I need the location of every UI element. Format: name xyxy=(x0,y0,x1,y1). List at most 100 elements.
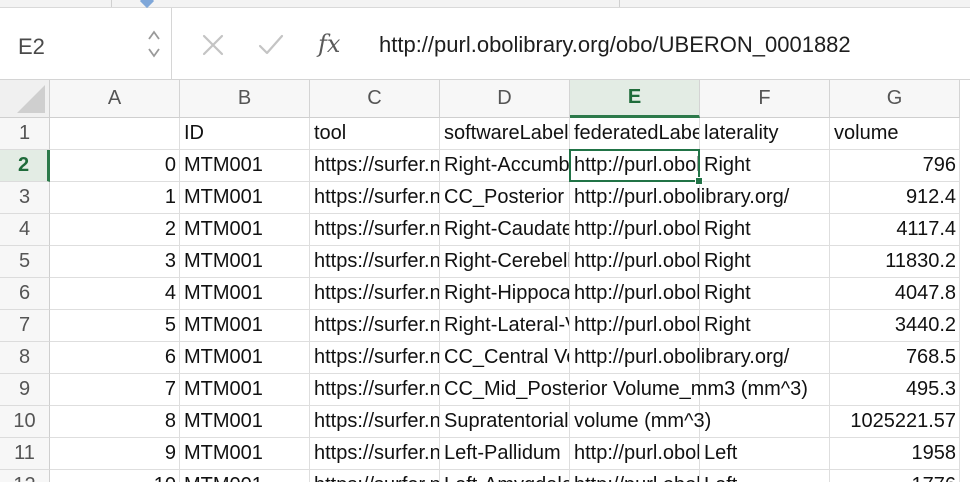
cell-d5[interactable]: Right-Cerebellum-White-Matter xyxy=(440,246,570,278)
x-icon[interactable] xyxy=(198,30,228,60)
cell-d7[interactable]: Right-Lateral-Ventricle xyxy=(440,310,570,342)
cell-d3[interactable]: CC_Posterior xyxy=(440,182,570,214)
cell-f6[interactable]: Right xyxy=(700,278,830,310)
cell-e11[interactable]: http://purl.obolibrary.org/obo/UBERON_00… xyxy=(570,438,700,470)
cell-a9[interactable]: 7 xyxy=(50,374,180,406)
cell-a2[interactable]: 0 xyxy=(50,150,180,182)
cell-f7[interactable]: Right xyxy=(700,310,830,342)
check-icon[interactable] xyxy=(256,30,286,60)
cell-f12[interactable]: Left xyxy=(700,470,830,482)
cell-d8[interactable]: CC_Central Volume xyxy=(440,342,570,374)
cell-g3[interactable]: 912.4 xyxy=(830,182,960,214)
column-header-a[interactable]: A xyxy=(50,80,180,118)
row-header-3[interactable]: 3 xyxy=(0,182,50,214)
cell-f2[interactable]: Right xyxy=(700,150,830,182)
cell-e3[interactable]: http://purl.obolibrary.org/ xyxy=(570,182,789,214)
cell-e2[interactable]: http://purl.obolibrary.org/obo/UBERON_00… xyxy=(570,150,700,182)
cell-g11[interactable]: 1958 xyxy=(830,438,960,470)
cell-g6[interactable]: 4047.8 xyxy=(830,278,960,310)
cell-a1[interactable] xyxy=(50,118,180,150)
cell-d9[interactable]: CC_Mid_Posterior Volume_mm3 (mm^3) xyxy=(440,374,808,406)
cell-g7[interactable]: 3440.2 xyxy=(830,310,960,342)
row-header-8[interactable]: 8 xyxy=(0,342,50,374)
cell-c4[interactable]: https://surfer.nmr.mgh.harvard.edu/ xyxy=(310,214,440,246)
select-all-corner[interactable] xyxy=(0,80,50,118)
cell-c5[interactable]: https://surfer.nmr.mgh.harvard.edu/ xyxy=(310,246,440,278)
cell-a6[interactable]: 4 xyxy=(50,278,180,310)
column-header-c[interactable]: C xyxy=(310,80,440,118)
cell-c10[interactable]: https://surfer.nmr.mgh.harvard.edu/ xyxy=(310,406,440,438)
cell-c7[interactable]: https://surfer.nmr.mgh.harvard.edu/ xyxy=(310,310,440,342)
cell-e1[interactable]: federatedLabel xyxy=(570,118,700,150)
row-header-12[interactable]: 12 xyxy=(0,470,50,482)
column-header-b[interactable]: B xyxy=(180,80,310,118)
cell-d2[interactable]: Right-Accumbens-area xyxy=(440,150,570,182)
cell-a5[interactable]: 3 xyxy=(50,246,180,278)
cell-g9[interactable]: 495.3 xyxy=(830,374,960,406)
row-header-11[interactable]: 11 xyxy=(0,438,50,470)
row-header-6[interactable]: 6 xyxy=(0,278,50,310)
cell-g5[interactable]: 11830.2 xyxy=(830,246,960,278)
cell-a10[interactable]: 8 xyxy=(50,406,180,438)
cell-f3[interactable] xyxy=(700,182,830,214)
column-header-d[interactable]: D xyxy=(440,80,570,118)
cell-a7[interactable]: 5 xyxy=(50,310,180,342)
cell-g4[interactable]: 4117.4 xyxy=(830,214,960,246)
formula-input[interactable]: http://purl.obolibrary.org/obo/UBERON_00… xyxy=(379,32,851,57)
row-header-10[interactable]: 10 xyxy=(0,406,50,438)
cell-c11[interactable]: https://surfer.nmr.mgh.harvard.edu/ xyxy=(310,438,440,470)
cell-g1[interactable]: volume xyxy=(830,118,960,150)
cell-b7[interactable]: MTM001 xyxy=(180,310,310,342)
cell-f8[interactable] xyxy=(700,342,830,374)
cell-b12[interactable]: MTM001 xyxy=(180,470,310,482)
row-header-7[interactable]: 7 xyxy=(0,310,50,342)
cell-b3[interactable]: MTM001 xyxy=(180,182,310,214)
cell-f11[interactable]: Left xyxy=(700,438,830,470)
row-header-9[interactable]: 9 xyxy=(0,374,50,406)
cell-f10[interactable] xyxy=(700,406,830,438)
row-header-2[interactable]: 2 xyxy=(0,150,50,182)
cell-c9[interactable]: https://surfer.nmr.mgh.harvard.edu/ xyxy=(310,374,440,406)
fill-handle[interactable] xyxy=(695,177,703,185)
cell-c6[interactable]: https://surfer.nmr.mgh.harvard.edu/ xyxy=(310,278,440,310)
fx-icon[interactable]: fx xyxy=(318,30,341,58)
cell-c8[interactable]: https://surfer.nmr.mgh.harvard.edu/ xyxy=(310,342,440,374)
cell-d11[interactable]: Left-Pallidum xyxy=(440,438,570,470)
cell-d10[interactable]: Supratentorial volume (mm^3) xyxy=(440,406,711,438)
cell-b4[interactable]: MTM001 xyxy=(180,214,310,246)
name-box[interactable]: E2 xyxy=(0,8,172,80)
column-header-g[interactable]: G xyxy=(830,80,960,118)
cell-g2[interactable]: 796 xyxy=(830,150,960,182)
cell-g10[interactable]: 1025221.57 xyxy=(830,406,960,438)
cell-f1[interactable]: laterality xyxy=(700,118,830,150)
row-header-1[interactable]: 1 xyxy=(0,118,50,150)
cell-d12[interactable]: Left-Amygdala xyxy=(440,470,570,482)
cell-f5[interactable]: Right xyxy=(700,246,830,278)
cell-b10[interactable]: MTM001 xyxy=(180,406,310,438)
cell-e4[interactable]: http://purl.obolibrary.org/obo/UBERON_00… xyxy=(570,214,700,246)
cell-c1[interactable]: tool xyxy=(310,118,440,150)
cell-b6[interactable]: MTM001 xyxy=(180,278,310,310)
cell-f9[interactable] xyxy=(700,374,830,406)
cell-e9[interactable] xyxy=(570,374,700,406)
cell-c2[interactable]: https://surfer.nmr.mgh.harvard.edu/ xyxy=(310,150,440,182)
cell-a11[interactable]: 9 xyxy=(50,438,180,470)
cell-e12[interactable]: http://purl.obolibrary.org/obo/UBERON_00… xyxy=(570,470,700,482)
cell-f4[interactable]: Right xyxy=(700,214,830,246)
cell-g12[interactable]: 1776 xyxy=(830,470,960,482)
cell-e7[interactable]: http://purl.obolibrary.org/obo/UBERON_00… xyxy=(570,310,700,342)
row-header-4[interactable]: 4 xyxy=(0,214,50,246)
cell-a12[interactable]: 10 xyxy=(50,470,180,482)
cell-e5[interactable]: http://purl.obolibrary.org/obo/UBERON_00… xyxy=(570,246,700,278)
cell-g8[interactable]: 768.5 xyxy=(830,342,960,374)
cell-c12[interactable]: https://surfer.nmr.mgh.harvard.edu/ xyxy=(310,470,440,482)
cell-b2[interactable]: MTM001 xyxy=(180,150,310,182)
cell-a4[interactable]: 2 xyxy=(50,214,180,246)
up-down-spinner-icon[interactable] xyxy=(146,26,162,62)
cell-b1[interactable]: ID xyxy=(180,118,310,150)
cell-d6[interactable]: Right-Hippocampus xyxy=(440,278,570,310)
cell-e10[interactable] xyxy=(570,406,700,438)
column-header-f[interactable]: F xyxy=(700,80,830,118)
cell-b11[interactable]: MTM001 xyxy=(180,438,310,470)
